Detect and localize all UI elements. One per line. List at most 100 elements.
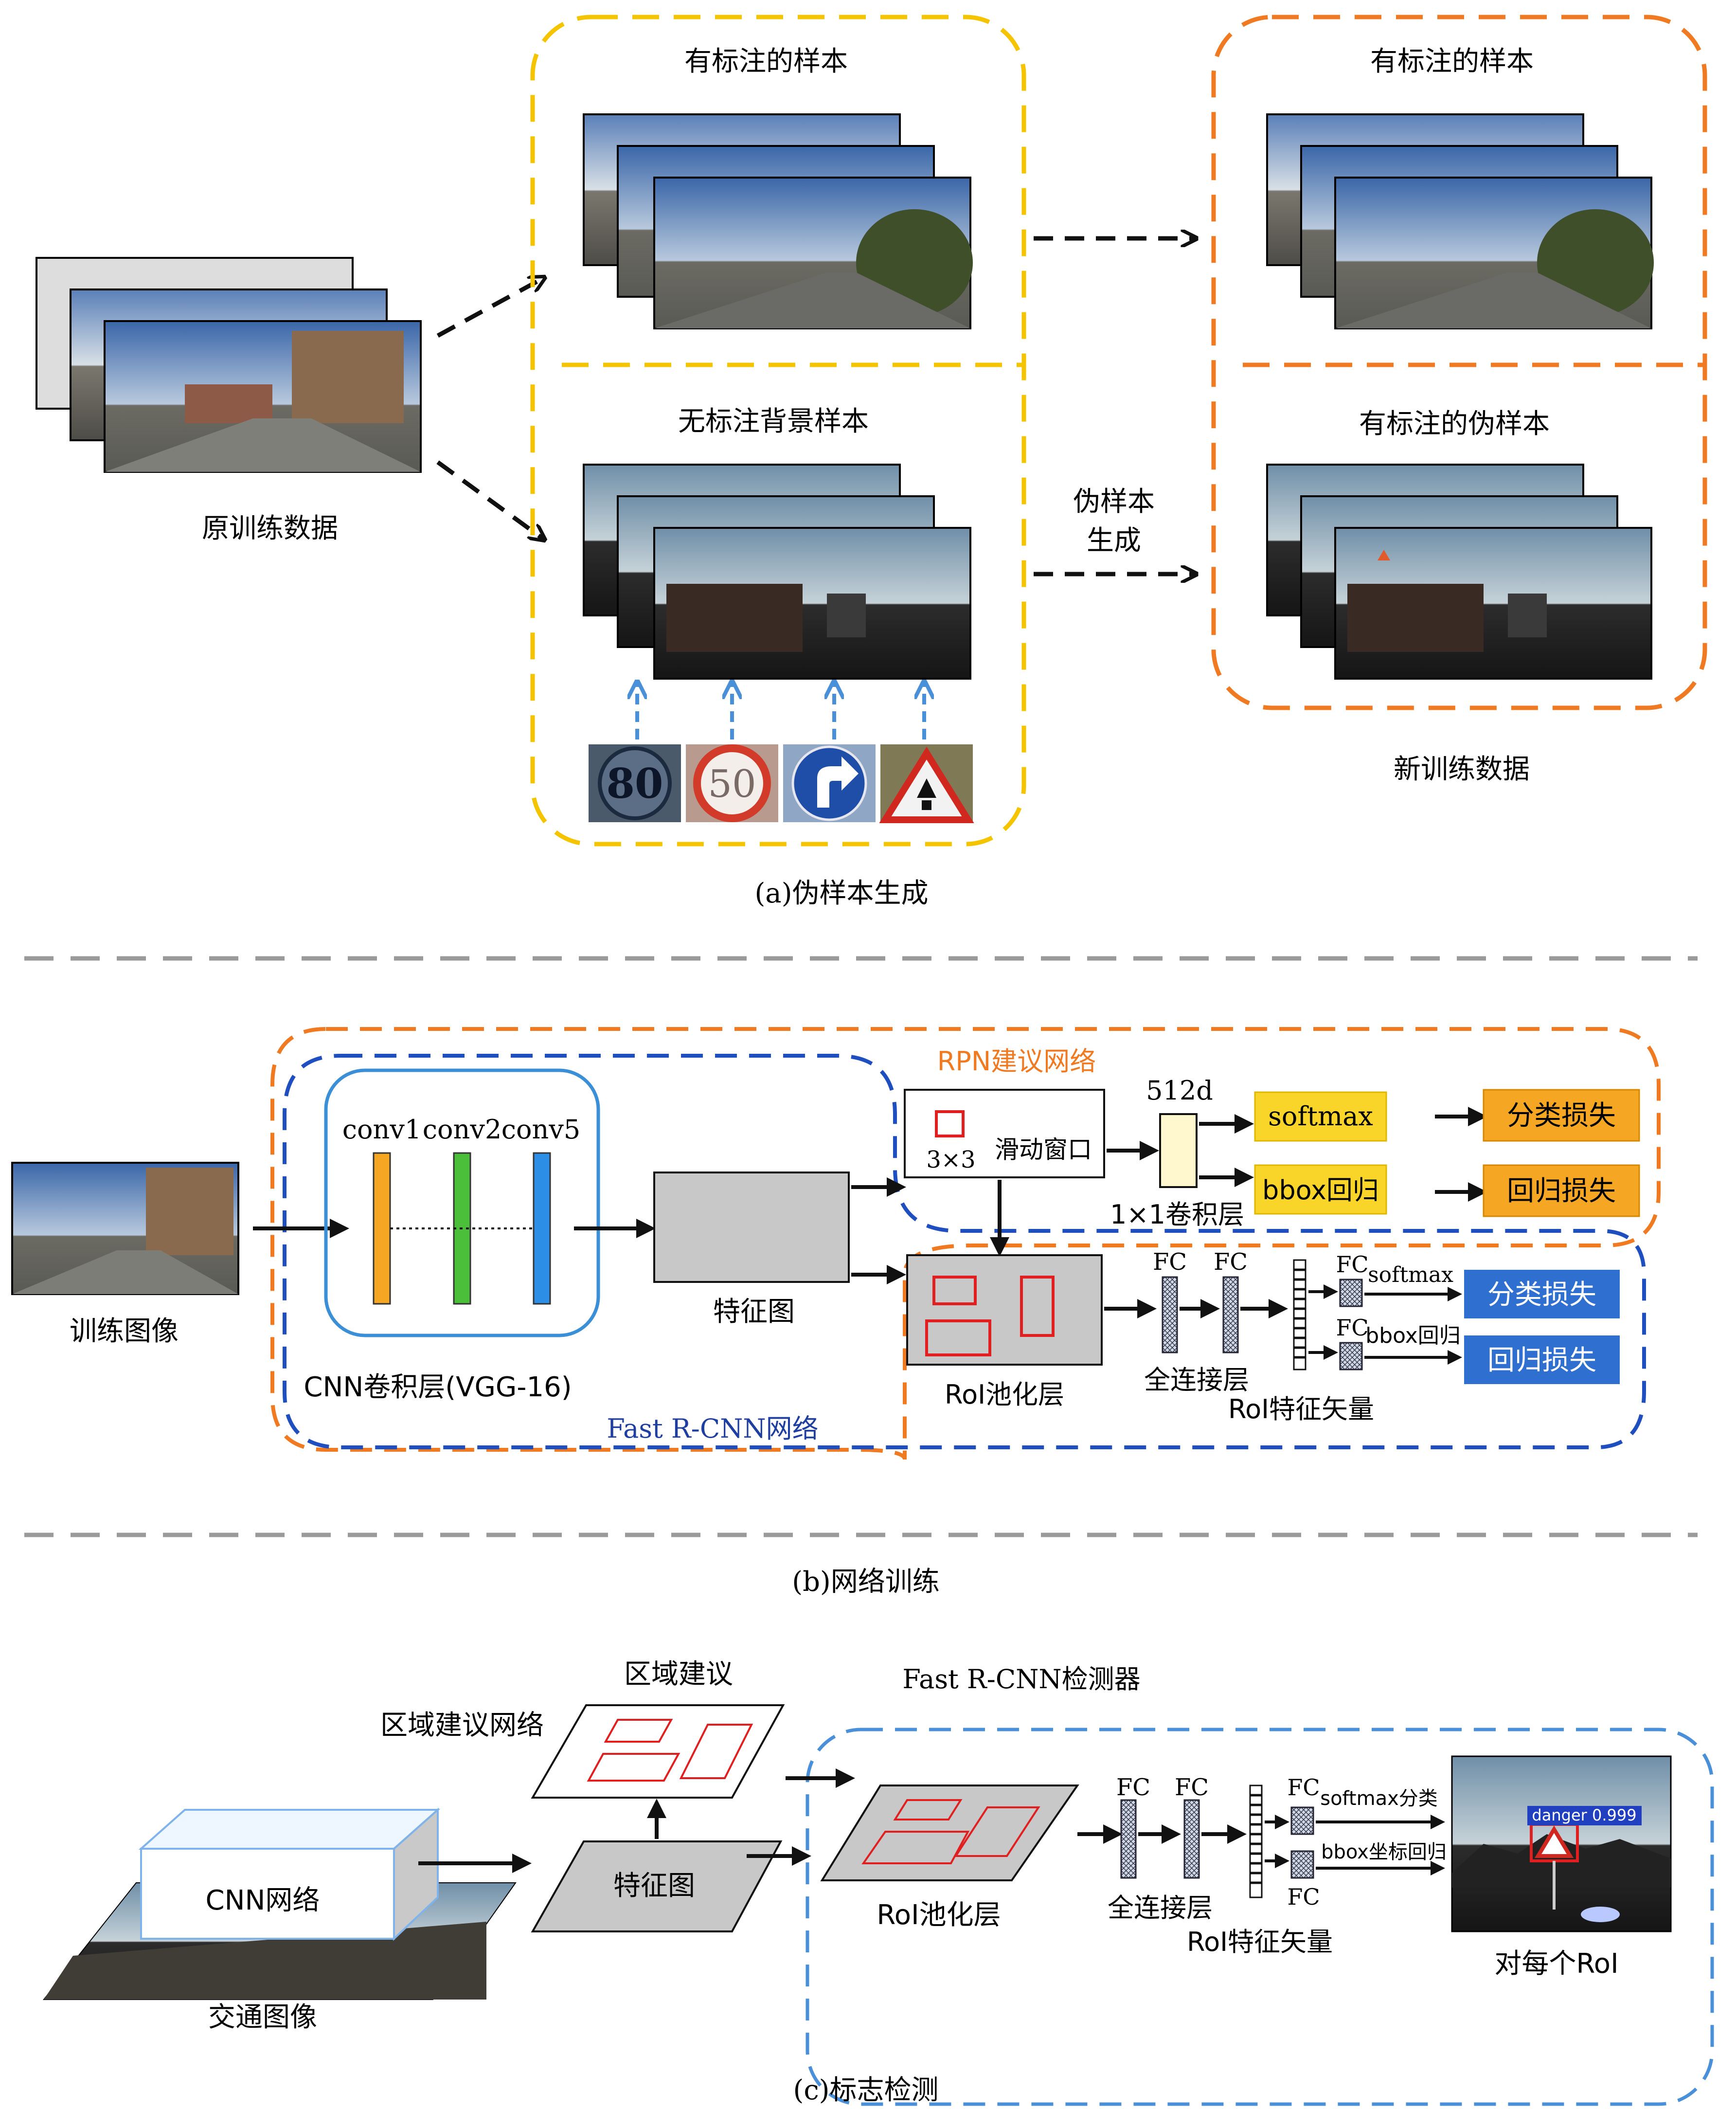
rpn-label-c: 区域建议网络 [380,1710,544,1741]
labeled-samples-stack-right [1266,113,1654,329]
original-data-label: 原训练数据 [202,513,338,544]
detection-text: danger 0.999 [1532,1806,1636,1824]
roi-vector-stripes-c [1250,1794,1262,1884]
training-image [11,1162,239,1295]
fc2-bar-c [1183,1799,1200,1879]
cls-loss-blue-label: 分类损失 [1487,1279,1596,1311]
cnn-label: CNN卷积层(VGG-16) [304,1371,572,1403]
roi-pool-label-c: RoI池化层 [877,1899,1001,1931]
bbox-label: bbox回归 [1262,1175,1379,1206]
feature-map-plane [531,1840,783,1932]
reg-loss-blue-label: 回归损失 [1487,1345,1596,1376]
rpn-orange-boundary [270,1027,1661,1460]
kernel-label: 3×3 [926,1146,975,1173]
feature-map-label-c: 特征图 [613,1870,695,1902]
fc-layer-label: 全连接层 [1144,1365,1249,1395]
feature-map-box [653,1172,850,1283]
labeled-samples-label-right: 有标注的样本 [1370,46,1534,77]
sliding-window-label: 滑动窗口 [995,1136,1092,1164]
roi-box-3 [925,1319,991,1356]
feature-map-label: 特征图 [713,1296,795,1328]
roi-vector-label: RoI特征矢量 [1228,1394,1374,1424]
arrow-to-labeled [436,277,545,338]
train-image-label: 训练图像 [70,1316,179,1347]
detector-label: Fast R-CNN检测器 [902,1664,1140,1694]
new-data-label: 新训练数据 [1394,754,1530,785]
fc-label-1: FC [1153,1248,1187,1276]
roi-vector-label-c: RoI特征矢量 [1187,1927,1333,1957]
fc-label-c4: FC [1287,1884,1320,1910]
fc1-bar-c [1120,1799,1137,1879]
softmax-cls-label: softmax分类 [1320,1787,1438,1810]
fast-rcnn-label: Fast R-CNN网络 [607,1413,818,1444]
per-roi-label: 对每个RoI [1494,1948,1618,1980]
yellow-container [530,15,1026,847]
region-proposal-label: 区域建议 [624,1658,733,1690]
proposal-box-1 [604,1719,673,1743]
fc-label-c2: FC [1175,1774,1209,1801]
traffic-image-label: 交通图像 [208,2001,317,2033]
sign-50-text: 50 [708,762,756,806]
cls-loss-box [1483,1089,1640,1142]
traffic-signs: 80 50 [589,744,974,823]
labeled-pseudo-stack [1266,464,1652,680]
cls-loss-label: 分类损失 [1507,1100,1616,1132]
sliding-window-box [904,1089,1105,1178]
fc3-box-c [1290,1806,1314,1835]
region-proposal-plane [531,1704,785,1799]
fc-label-3: FC [1336,1251,1368,1278]
fc3-box [1339,1279,1363,1307]
inserted-sign-icon [1378,550,1390,560]
reg-loss-blue-box [1464,1335,1620,1384]
car-icon [1581,1907,1620,1922]
section-b: 训练图像 conv1 conv2 conv5 CNN卷积层(VGG-16) Fa… [11,1027,1661,1460]
conv1-bar [373,1152,391,1305]
fc-label-c3: FC [1287,1774,1320,1801]
cnn-3d-box [138,1807,441,1941]
roi-box-1 [932,1276,977,1305]
roi-pool-box-2 [861,1831,970,1864]
fc-label-2: FC [1214,1248,1248,1276]
unlabeled-bg-label: 无标注背景样本 [678,406,869,437]
sign-insert-arrows [637,684,924,739]
dim-label: 512d [1146,1075,1213,1106]
cnn-box [324,1068,600,1337]
detected-sign-icon [1534,1825,1574,1858]
section-a: 原训练数据 有标注的样本 无标注背景样本 [36,15,1707,909]
caption-b: (b)网络训练 [792,1566,940,1598]
roi-box-2 [1020,1276,1055,1337]
conv-label-1: conv1 [342,1114,421,1145]
turn-right-arrow-icon [817,757,859,808]
sign-50-icon [693,744,771,822]
softmax-box [1254,1091,1387,1142]
fc-label-4: FC [1336,1315,1368,1341]
warning-symbol-icon [917,778,936,810]
labeled-pseudo-label: 有标注的伪样本 [1359,408,1550,440]
pseudo-gen-label-line1: 伪样本 [1073,486,1155,518]
softmax-label: softmax [1268,1101,1373,1132]
cnn-label-c: CNN网络 [206,1885,320,1916]
roi-vector-bar [1293,1259,1306,1370]
fc4-box [1339,1342,1363,1370]
detector-container [805,1728,1714,2106]
roi-pool-box [906,1254,1103,1366]
fc1-bar [1162,1276,1178,1353]
pseudo-gen-label-line2: 生成 [1087,525,1141,557]
roi-pool-label: RoI池化层 [945,1379,1064,1410]
original-data-stack [36,257,422,473]
section-c: 区域建议 区域建议网络 Fast R-CNN检测器 CNN网络 交通图像 特征图 [42,1658,1714,2106]
fc-layer-label-c: 全连接层 [1108,1893,1213,1923]
proposal-box-3 [679,1724,753,1779]
roi-vector-stripes [1294,1268,1306,1359]
rpn-label: RPN建议网络 [937,1046,1096,1077]
caption-a: (a)伪样本生成 [754,878,928,909]
sign-80-icon [598,746,672,820]
reg-loss-label: 回归损失 [1507,1175,1616,1207]
detection-label-bg [1527,1806,1642,1825]
softmax-small-label: softmax [1368,1262,1453,1287]
proposal-box-2 [587,1753,680,1782]
bbox-reg-label: bbox坐标回归 [1321,1841,1447,1863]
conv5-bar [533,1152,551,1305]
cls-loss-blue-box [1464,1270,1620,1318]
